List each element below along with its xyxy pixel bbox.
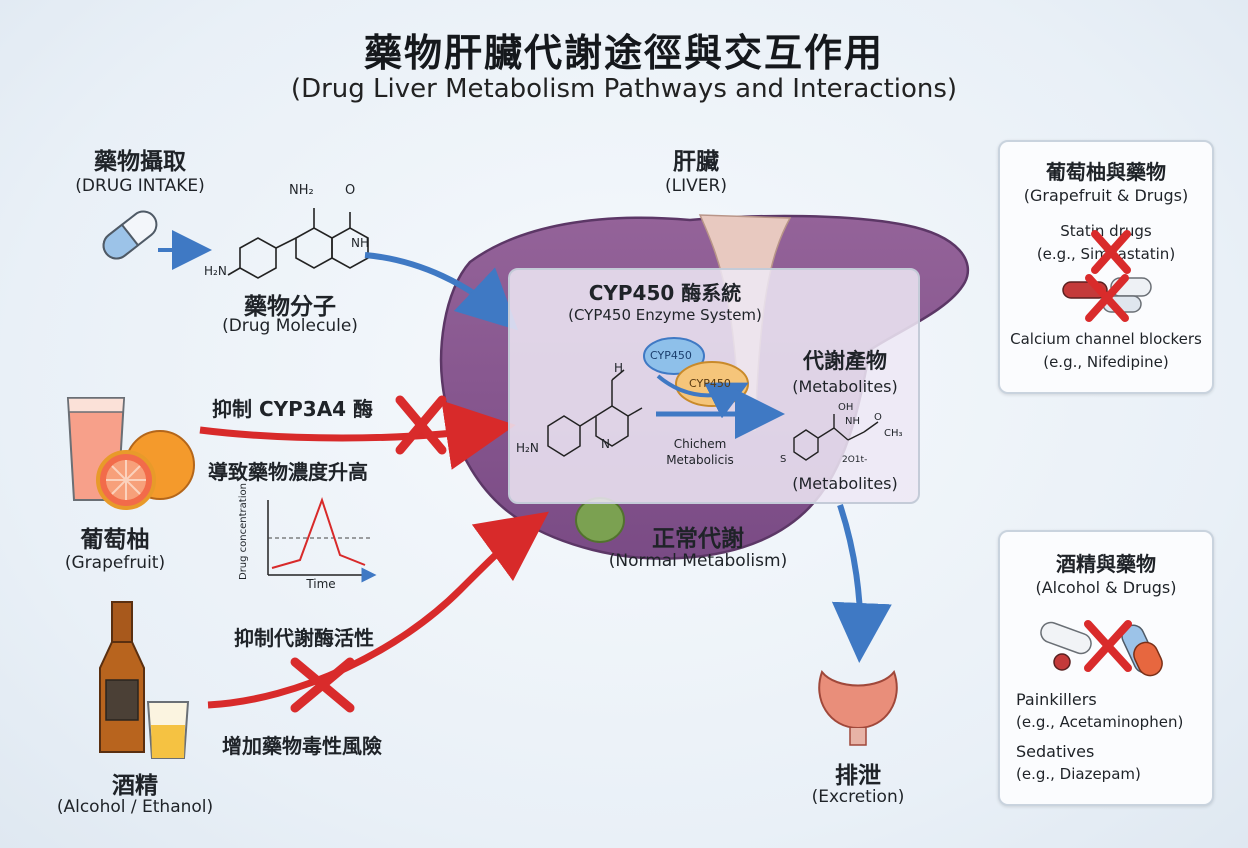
- excretion-arrow: [831, 504, 892, 663]
- panel-grapefruit-subtitle: (Grapefruit & Drugs): [1023, 186, 1189, 205]
- met-atom-o: O: [874, 412, 882, 423]
- alcohol-bottle-icon: [99, 601, 145, 753]
- toxicity-risk-label: 增加藥物毒性風險: [222, 734, 382, 758]
- cyp450-ball-1-label: CYP450: [650, 349, 692, 362]
- drug-intake-label: 藥物攝取: [94, 149, 186, 175]
- metabolites-sublabel-2: (Metabolites): [792, 474, 898, 493]
- met-atom-misc: 2O1t-: [842, 455, 868, 465]
- bladder-icon: [818, 669, 898, 746]
- drug-molecule-structure: [227, 208, 369, 279]
- enzyme-system-subtitle: (CYP450 Enzyme System): [568, 306, 762, 324]
- chem-label-2: Metabolicis: [666, 453, 734, 467]
- pill-icon: [102, 210, 158, 260]
- concentration-graph: [267, 496, 377, 583]
- alcohol-inhibition-arrow: [207, 511, 549, 709]
- alcohol-sublabel: (Alcohol / Ethanol): [56, 797, 214, 817]
- alcohol-cross-icon: [290, 657, 355, 713]
- atom-nh2: NH₂: [289, 183, 314, 198]
- grapefruit-panel-graphics: [1062, 230, 1152, 322]
- liver-label: 肝臟: [673, 149, 719, 175]
- drug-molecule-label: 藥物分子: [244, 294, 336, 320]
- shot-glass-icon: [146, 701, 190, 759]
- drug-intake-sublabel: (DRUG INTAKE): [75, 176, 205, 196]
- substrate-atom-h2n: H₂N: [516, 441, 539, 455]
- graph-y-label: Drug concentration: [238, 483, 249, 580]
- alcohol-panel-graphics: [1040, 620, 1163, 677]
- panel-alcohol-title: 酒精與藥物: [1056, 552, 1156, 576]
- met-atom-oh: OH: [838, 402, 854, 413]
- cyp450-ball-2-label: CYP450: [689, 377, 731, 390]
- grapefruit-drugs-panel: 葡萄柚與藥物 (Grapefruit & Drugs) Statin drugs…: [998, 140, 1214, 394]
- normal-metabolism-sublabel: (Normal Metabolism): [608, 551, 788, 571]
- substrate-atom-n: N: [601, 437, 610, 451]
- acetaminophen-example-label: (e.g., Acetaminophen): [1016, 713, 1184, 731]
- cyp3a4-inhibit-label: 抑制 CYP3A4 酶: [212, 397, 374, 421]
- cyp450-ball-1: [643, 337, 705, 375]
- atom-nh: NH: [351, 236, 369, 250]
- alcohol-drugs-panel: 酒精與藥物 (Alcohol & Drugs) Painkillers (e.g…: [998, 530, 1214, 806]
- enzyme-substrate-molecule: [547, 369, 643, 457]
- enzyme-activity-inhibit-label: 抑制代謝酶活性: [234, 626, 374, 650]
- met-atom-s: S: [780, 454, 787, 465]
- chem-label-1: Chichem: [673, 437, 727, 451]
- cross-icon: [1084, 620, 1132, 672]
- cross-icon: [1091, 230, 1131, 274]
- page-subtitle: (Drug Liver Metabolism Pathways and Inte…: [290, 74, 958, 104]
- met-atom-ch3: CH₃: [884, 428, 903, 439]
- met-atom-nh: NH: [845, 416, 860, 427]
- atom-h2n: H₂N: [204, 264, 227, 278]
- metabolites-label: 代謝產物: [803, 349, 887, 373]
- sedatives-label: Sedatives: [1016, 742, 1095, 761]
- grapefruit-icon: [96, 430, 195, 510]
- drug-molecule-sublabel: (Drug Molecule): [222, 316, 358, 336]
- molecule-to-liver-arrow: [364, 252, 519, 331]
- normal-metabolism-label: 正常代謝: [652, 526, 744, 552]
- substrate-atom-h: H: [614, 361, 624, 375]
- enzyme-illustration: [547, 337, 879, 461]
- metabolite-molecule: [793, 414, 879, 461]
- grapefruit-inhibition-arrow: [199, 400, 516, 470]
- metabolites-sublabel: (Metabolites): [792, 377, 898, 396]
- liver-sublabel: (LIVER): [665, 176, 727, 196]
- calcium-blockers-label: Calcium channel blockers: [1010, 330, 1202, 348]
- grapefruit-label: 葡萄柚: [80, 527, 150, 553]
- excretion-label: 排泄: [835, 763, 881, 789]
- raise-concentration-label: 導致藥物濃度升高: [208, 460, 368, 484]
- atom-o: O: [345, 183, 356, 198]
- excretion-sublabel: (Excretion): [811, 787, 905, 807]
- painkillers-label: Painkillers: [1016, 690, 1097, 709]
- nifedipine-example-label: (e.g., Nifedipine): [1043, 353, 1169, 371]
- graph-x-label: Time: [306, 577, 336, 591]
- page-title: 藥物肝臟代謝途徑與交互作用: [363, 31, 884, 75]
- diazepam-example-label: (e.g., Diazepam): [1016, 765, 1141, 783]
- grapefruit-sublabel: (Grapefruit): [64, 553, 166, 573]
- panel-alcohol-subtitle: (Alcohol & Drugs): [1035, 578, 1177, 597]
- grapefruit-cross-icon: [395, 395, 447, 455]
- enzyme-system-title: CYP450 酶系統: [588, 281, 742, 305]
- cross-icon-2: [1085, 274, 1129, 322]
- alcohol-label: 酒精: [112, 773, 158, 799]
- panel-grapefruit-title: 葡萄柚與藥物: [1046, 160, 1166, 184]
